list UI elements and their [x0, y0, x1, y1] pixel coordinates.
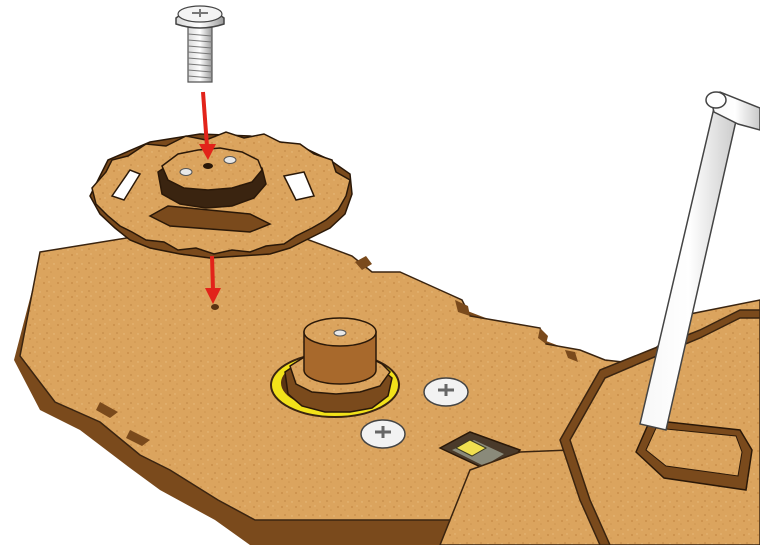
- screw-head-left: [361, 420, 405, 448]
- mount-hole: [211, 304, 219, 310]
- screw-head-right: [424, 378, 468, 406]
- machine-screw: [176, 6, 224, 82]
- gear-assembly: [90, 132, 352, 258]
